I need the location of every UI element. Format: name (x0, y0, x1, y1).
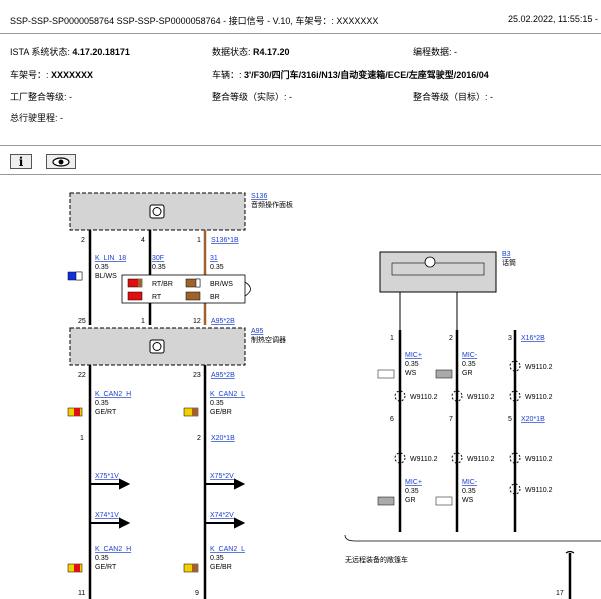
actual-level: 整合等级（实际）: - (212, 92, 292, 102)
eye-icon (52, 156, 70, 167)
svg-text:12: 12 (193, 318, 201, 325)
svg-text:5: 5 (508, 416, 512, 423)
svg-text:S136*1B: S136*1B (211, 237, 239, 244)
svg-text:B3: B3 (502, 251, 511, 258)
svg-text:WS: WS (462, 497, 474, 504)
svg-text:31: 31 (210, 255, 218, 262)
svg-text:W9110.2: W9110.2 (525, 364, 553, 371)
svg-text:0.35: 0.35 (210, 264, 224, 271)
svg-text:X20*1B: X20*1B (521, 416, 545, 423)
svg-text:W9110.2: W9110.2 (525, 394, 553, 401)
svg-text:0.35: 0.35 (462, 361, 476, 368)
svg-text:W9110.2: W9110.2 (467, 456, 495, 463)
svg-text:11: 11 (78, 590, 85, 597)
s136-box (69, 192, 246, 231)
svg-text:MIC-: MIC- (462, 352, 478, 359)
svg-text:0.35: 0.35 (95, 264, 109, 271)
svg-text:1: 1 (390, 335, 394, 342)
svg-text:W9110.2: W9110.2 (525, 487, 553, 494)
vehicle: 车辆：: 3'/F30/四门车/316i/N13/自动变速箱/ECE/左座驾驶型… (212, 70, 489, 80)
svg-text:MIC-: MIC- (462, 479, 478, 486)
svg-text:X16*2B: X16*2B (521, 335, 545, 342)
ista-status: ISTA 系统状态: 4.17.20.18171 (10, 47, 130, 57)
svg-text:A95: A95 (251, 328, 264, 335)
divider (0, 33, 601, 34)
svg-text:K_CAN2_L: K_CAN2_L (210, 546, 245, 553)
view-button[interactable] (46, 154, 76, 169)
svg-text:3: 3 (508, 335, 512, 342)
svg-text:0.35: 0.35 (405, 488, 419, 495)
svg-text:MIC+: MIC+ (405, 352, 422, 359)
svg-text:X74*2V: X74*2V (210, 512, 234, 519)
svg-text:无远程装备的敞篷车: 无远程装备的敞篷车 (345, 555, 408, 564)
svg-text:W9110.2: W9110.2 (467, 394, 495, 401)
svg-text:6: 6 (390, 416, 394, 423)
svg-text:25: 25 (78, 318, 86, 325)
info-icon: i (18, 154, 24, 169)
divider (0, 174, 601, 175)
svg-text:BR/WS: BR/WS (210, 281, 233, 288)
svg-text:GE/BR: GE/BR (210, 409, 232, 416)
svg-text:BR: BR (210, 294, 220, 301)
svg-text:GR: GR (405, 497, 416, 504)
svg-text:0.35: 0.35 (152, 264, 166, 271)
divider (0, 145, 601, 146)
svg-text:2: 2 (197, 435, 201, 442)
svg-text:30F: 30F (152, 255, 164, 262)
svg-text:K_LIN_18: K_LIN_18 (95, 255, 126, 262)
svg-text:话筒: 话筒 (502, 258, 516, 267)
vin: 车架号：: XXXXXXX (10, 70, 94, 80)
svg-text:1: 1 (80, 435, 84, 442)
svg-text:0.35: 0.35 (210, 400, 224, 407)
prog-data: 编程数据: - (413, 47, 457, 57)
svg-text:2: 2 (81, 237, 85, 244)
svg-text:0.35: 0.35 (95, 400, 109, 407)
svg-text:0.35: 0.35 (405, 361, 419, 368)
svg-text:GE/BR: GE/BR (210, 564, 232, 571)
svg-text:17: 17 (556, 590, 564, 597)
svg-text:GE/RT: GE/RT (95, 409, 117, 416)
svg-text:X74*1V: X74*1V (95, 512, 119, 519)
svg-text:0.35: 0.35 (95, 555, 109, 562)
svg-text:0.35: 0.35 (210, 555, 224, 562)
svg-text:A95*2B: A95*2B (211, 372, 235, 379)
svg-text:K_CAN2_H: K_CAN2_H (95, 391, 131, 398)
svg-text:22: 22 (78, 372, 86, 379)
svg-text:MIC+: MIC+ (405, 479, 422, 486)
svg-text:RT/BR: RT/BR (152, 281, 173, 288)
svg-text:W9110.2: W9110.2 (410, 456, 438, 463)
svg-text:4: 4 (141, 237, 145, 244)
svg-text:X20*1B: X20*1B (211, 435, 235, 442)
svg-text:0.35: 0.35 (462, 488, 476, 495)
svg-text:23: 23 (193, 372, 201, 379)
target-level: 整合等级（目标）: - (413, 92, 493, 102)
svg-text:1: 1 (197, 237, 201, 244)
window-title: SSP-SSP-SP0000058764 SSP-SSP-SP000005876… (10, 16, 379, 26)
svg-text:9: 9 (195, 590, 199, 597)
svg-text:1: 1 (141, 318, 145, 325)
svg-text:W9110.2: W9110.2 (410, 394, 438, 401)
mileage: 总行驶里程: - (10, 113, 63, 123)
svg-text:7: 7 (449, 416, 453, 423)
datetime: 25.02.2022, 11:55:15 - (508, 14, 598, 24)
svg-text:X75*2V: X75*2V (210, 473, 234, 480)
svg-text:X75*1V: X75*1V (95, 473, 119, 480)
svg-text:K_CAN2_L: K_CAN2_L (210, 391, 245, 398)
svg-text:K_CAN2_H: K_CAN2_H (95, 546, 131, 553)
svg-text:制热空调器: 制热空调器 (251, 335, 286, 344)
svg-text:GR: GR (462, 370, 473, 377)
info-button[interactable]: i (10, 154, 32, 169)
svg-text:A95*2B: A95*2B (211, 318, 235, 325)
s136-link: S136 (251, 193, 267, 200)
svg-text:GE/RT: GE/RT (95, 564, 117, 571)
data-status: 数据状态: R4.17.20 (212, 47, 290, 57)
svg-text:W9110.2: W9110.2 (525, 456, 553, 463)
s136-name: 音频操作面板 (251, 200, 293, 209)
factory-level: 工厂整合等级: - (10, 92, 72, 102)
svg-text:2: 2 (449, 335, 453, 342)
svg-text:RT: RT (152, 294, 162, 301)
svg-text:WS: WS (405, 370, 417, 377)
svg-text:BL/WS: BL/WS (95, 273, 117, 280)
